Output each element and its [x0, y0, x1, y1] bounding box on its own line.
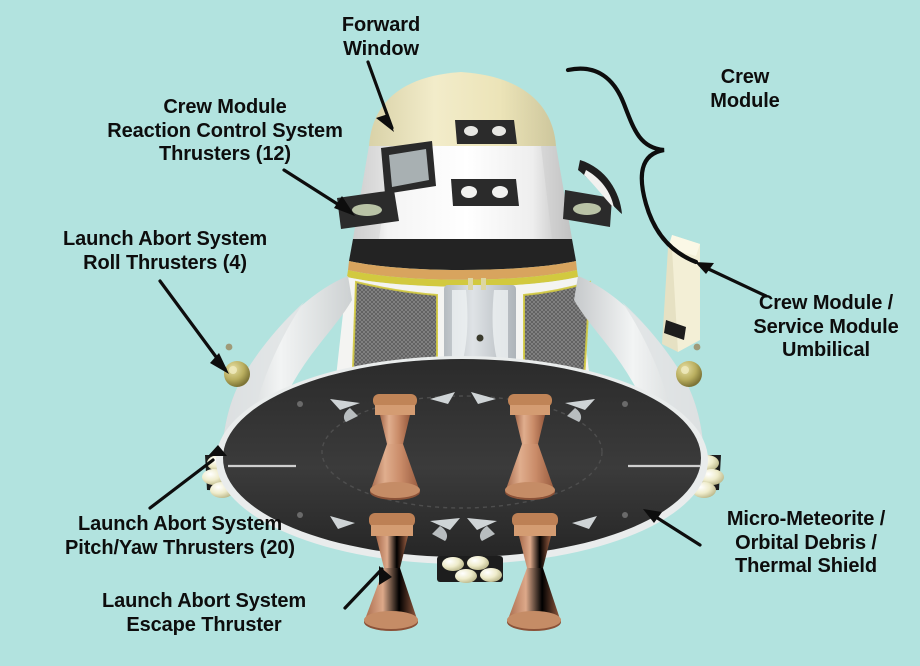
- callout-las-escape-thruster: Launch Abort System Escape Thruster: [101, 590, 307, 636]
- rcs-thruster-ports-upper: [451, 120, 519, 206]
- roll-thruster-right: [676, 361, 702, 387]
- escape-thruster-upper-left: [330, 392, 455, 500]
- yellow-trim: [347, 270, 578, 287]
- callout-crew-module-service-module-umbilical: Crew Module / Service Module Umbilical: [753, 292, 899, 362]
- callout-forward-window: Forward Window: [341, 14, 421, 60]
- black-band: [349, 239, 576, 270]
- callout-las-pitch-yaw-thrusters: Launch Abort System Pitch/Yaw Thrusters …: [65, 513, 295, 559]
- orange-trim: [348, 261, 577, 280]
- callout-las-roll-thrusters: Launch Abort System Roll Thrusters (4): [62, 228, 268, 274]
- escape-thruster-lower-right: [467, 513, 597, 631]
- escape-thruster-lower-left: [330, 513, 460, 631]
- callout-micro-meteorite-orbital-debris-thermal-shield: Micro-Meteorite / Orbital Debris / Therm…: [726, 508, 886, 578]
- leader-umbilical: [698, 263, 768, 298]
- leader-las-pitchyaw: [148, 458, 215, 510]
- escape-thruster-upper-right: [471, 392, 595, 500]
- callout-crew-module: Crew Module: [710, 66, 780, 112]
- rcs-thruster-port-left: [337, 190, 399, 229]
- leader-arrowheads: [208, 114, 714, 585]
- rcs-thruster-port-right: [563, 190, 612, 227]
- cm-sm-umbilical: [662, 235, 700, 352]
- forward-window-glass: [381, 141, 436, 194]
- leader-las-roll: [158, 279, 227, 371]
- leader-las-escape: [343, 567, 384, 610]
- callout-crew-module-rcs-thrusters: Crew Module Reaction Control System Thru…: [107, 96, 343, 166]
- crew-module-brace: [565, 66, 699, 265]
- rcs-cluster-bottom: [437, 556, 503, 583]
- roll-thruster-left: [224, 361, 250, 387]
